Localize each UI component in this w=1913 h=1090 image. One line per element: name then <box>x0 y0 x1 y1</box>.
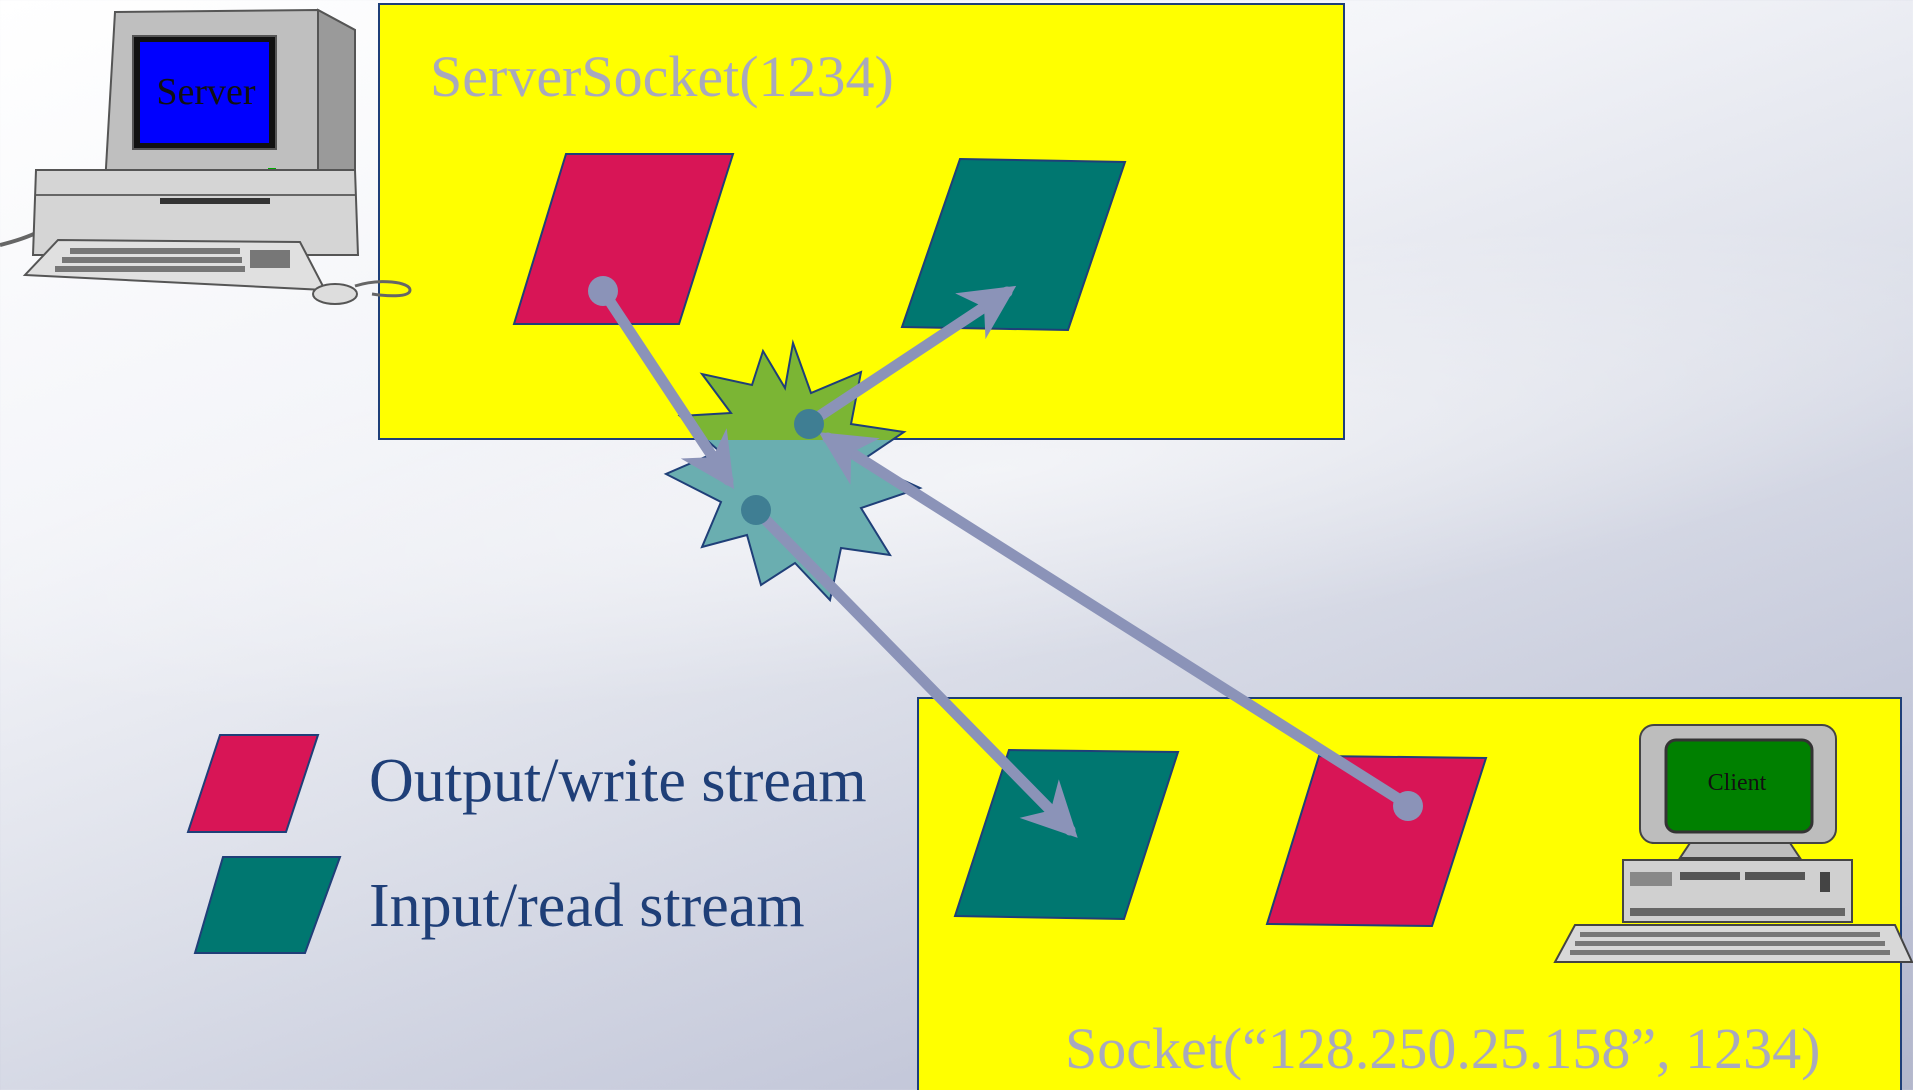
client-output-to-burst-arrow <box>818 432 1414 811</box>
client-socket-title: Socket(“128.250.25.158”, 1234) <box>1065 1016 1820 1081</box>
client-output-stream <box>1265 754 1488 928</box>
burst-to-client-input-arrow <box>750 504 1078 838</box>
legend-input-label: Input/read stream <box>369 872 805 940</box>
burst-dot-top <box>794 409 824 439</box>
legend-input-swatch <box>193 856 342 954</box>
connectors <box>597 285 1414 838</box>
server-output-stream <box>512 153 735 325</box>
burst-dot-bottom <box>741 495 771 525</box>
burst-to-server-input-arrow <box>803 285 1017 429</box>
server-output-dot <box>588 276 618 306</box>
client-output-dot <box>1393 791 1423 821</box>
client-screen-label: Client <box>1708 770 1767 796</box>
client-computer-icon: Client <box>1553 724 1913 963</box>
legend-output-swatch <box>186 734 320 833</box>
server-computer-icon: Server <box>0 8 412 305</box>
server-socket-title: ServerSocket(1234) <box>430 44 894 109</box>
legend-output-label: Output/write stream <box>369 747 867 815</box>
server-screen-label: Server <box>156 71 256 113</box>
server-socket-box: ServerSocket(1234) <box>378 3 1345 440</box>
server-output-to-burst-arrow <box>597 285 735 490</box>
